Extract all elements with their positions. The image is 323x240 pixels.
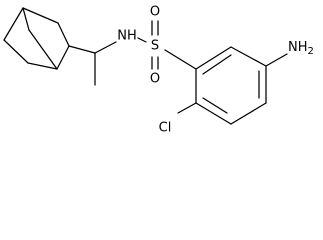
atom-label-s: S: [151, 39, 159, 54]
bond: [177, 102, 197, 114]
norbornane-ring: [3, 7, 70, 70]
benzene-ring: [195, 46, 267, 125]
aromatic-inner-bond: [202, 97, 228, 114]
bond: [230, 102, 267, 125]
aromatic-inner-bond: [202, 54, 232, 75]
atom-label-cl: Cl: [159, 121, 172, 136]
atom-label-nh2: NH2: [288, 40, 314, 57]
chemical-structure: NH S O O NH2 Cl: [3, 5, 314, 136]
bond: [137, 37, 147, 43]
atom-label-nh: NH: [117, 29, 137, 44]
atom-label-o-top: O: [150, 5, 160, 20]
bond: [22, 7, 30, 31]
bond: [265, 53, 288, 67]
bond: [22, 7, 59, 24]
bond: [230, 46, 267, 67]
nh2-subscript: 2: [308, 46, 314, 57]
bond: [28, 29, 58, 70]
bond: [57, 22, 70, 47]
atom-label-o-bottom: O: [150, 72, 160, 87]
bond: [3, 7, 24, 41]
bond: [94, 41, 117, 54]
bond: [27, 62, 58, 70]
bond: [3, 39, 29, 64]
bond: [56, 45, 70, 70]
bond: [195, 46, 232, 70]
nh2-text: NH: [288, 40, 308, 55]
bond: [164, 49, 197, 70]
bond: [68, 45, 96, 54]
bond: [195, 102, 232, 125]
